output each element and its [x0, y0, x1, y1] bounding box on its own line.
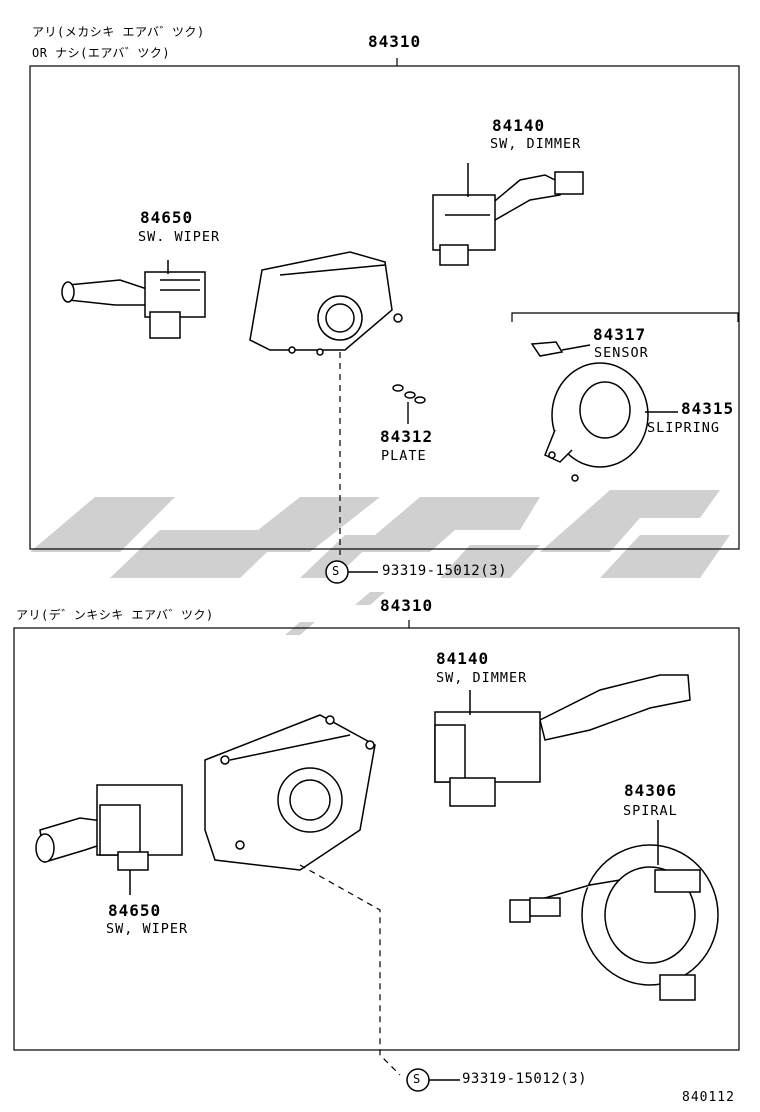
upper-screw-symbol: S — [332, 564, 340, 578]
wiper-switch-lower — [35, 784, 183, 895]
screw-symbol-lower — [406, 1068, 460, 1092]
wiper-switch-upper — [61, 260, 206, 339]
lower-screw-symbol: S — [413, 1072, 421, 1086]
dimmer-switch-lower — [434, 674, 691, 807]
switch-body-lower — [204, 714, 376, 871]
upper-condition-line2: OR ナシ(エアバ゛ツク) — [32, 46, 171, 60]
sensor-part — [530, 341, 591, 357]
lower-dimmer-number: 84140 — [436, 649, 490, 668]
upper-screw-ref: 93319-15012(3) — [382, 563, 508, 579]
lower-wiper-name: SW, WIPER — [106, 921, 189, 937]
dimmer-switch-upper — [432, 163, 584, 266]
screw-symbol-upper — [325, 560, 378, 584]
lower-dimmer-name: SW, DIMMER — [436, 670, 528, 686]
figure-code: 840112 — [682, 1090, 735, 1105]
upper-dimmer-number: 84140 — [492, 116, 546, 135]
spiral-part — [509, 820, 719, 1001]
lower-spiral-number: 84306 — [624, 781, 678, 800]
upper-plate-number: 84312 — [380, 427, 434, 446]
upper-assembly-number: 84310 — [368, 32, 422, 51]
switch-body-upper — [249, 251, 403, 356]
lower-spiral-name: SPIRAL — [623, 803, 678, 819]
upper-dimmer-name: SW, DIMMER — [490, 136, 582, 152]
upper-wiper-name: SW. WIPER — [138, 229, 221, 245]
lower-assembly-number: 84310 — [380, 596, 434, 615]
lower-condition-line1: アリ(デ゛ンキシキ エアバ゛ツク) — [16, 608, 214, 622]
upper-wiper-number: 84650 — [140, 208, 194, 227]
upper-slipring-name: SLIPRING — [647, 420, 721, 436]
upper-plate-name: PLATE — [381, 448, 427, 464]
lower-screw-ref: 93319-15012(3) — [462, 1071, 588, 1087]
lower-frame — [13, 620, 740, 1051]
upper-sensor-number: 84317 — [593, 325, 647, 344]
upper-sensor-name: SENSOR — [594, 345, 649, 361]
upper-condition-line1: アリ(メカシキ エアバ゛ツク) — [32, 25, 205, 39]
plate-part — [392, 384, 426, 424]
slipring-part — [544, 362, 678, 482]
upper-slipring-number: 84315 — [681, 399, 735, 418]
lower-wiper-number: 84650 — [108, 901, 162, 920]
lower-screw-leader — [299, 864, 401, 1076]
upper-frame — [29, 58, 740, 550]
